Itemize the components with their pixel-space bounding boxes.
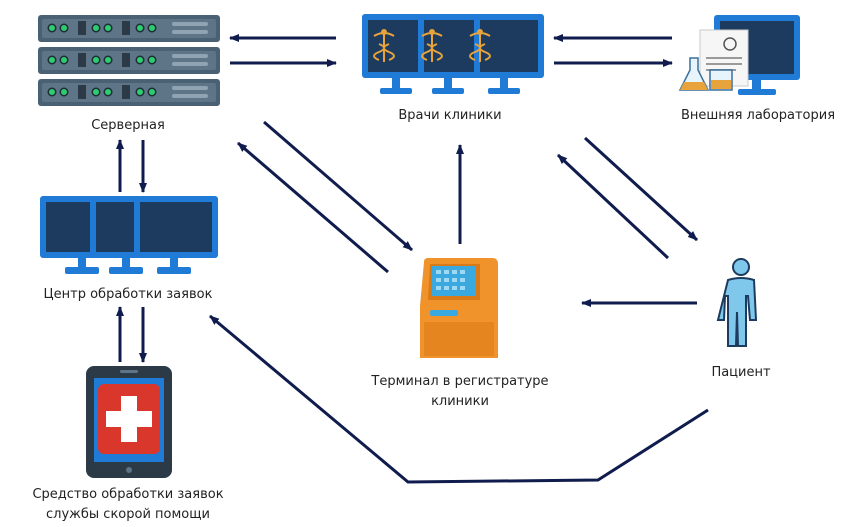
arrow-patient-to-doctors: [556, 153, 670, 260]
terminal-node: Терминал в регистратуре клиники: [370, 258, 549, 409]
connections: [116, 34, 709, 484]
doctors-node: Врачи клиники: [362, 14, 544, 123]
server-label: Серверная: [91, 118, 165, 133]
arrow-terminal-to-server: [237, 141, 389, 274]
lab-label: Внешняя лаборатория: [681, 108, 835, 123]
kiosk-terminal-icon: [420, 258, 498, 358]
lab-node: Внешняя лаборатория: [678, 15, 835, 123]
terminal-label-line-2: клиники: [431, 394, 489, 409]
caduceus-icon: [469, 29, 491, 62]
ambulance-label-line-1: Средство обработки заявок: [32, 487, 223, 502]
medical-tablet-icon: [86, 366, 172, 478]
dispatch-node: Центр обработки заявок: [40, 196, 218, 302]
arrow-server-to-terminal: [263, 120, 413, 252]
ambulance-node: Средство обработки заявок службы скорой …: [32, 366, 224, 522]
server-unit: [38, 79, 220, 106]
terminal-label-line-1: Терминал в регистратуре: [370, 374, 548, 389]
caduceus-icon: [373, 29, 395, 62]
patient-label: Пациент: [711, 365, 771, 380]
server-node: Серверная: [38, 15, 220, 133]
arrow-doctors-to-patient: [583, 136, 699, 242]
server-unit: [38, 47, 220, 74]
doctor-monitors-icon: [362, 14, 544, 94]
arrow-patient-to-dispatch: [209, 314, 709, 484]
person-icon: [716, 258, 758, 347]
monitor-wall-icon: [40, 196, 218, 274]
doctors-label: Врачи клиники: [398, 108, 501, 123]
patient-node: Пациент: [711, 258, 771, 380]
server-unit: [38, 15, 220, 42]
server-rack-icon: [38, 15, 220, 106]
laboratory-monitor-icon: [678, 15, 800, 95]
ambulance-label-line-2: службы скорой помощи: [46, 507, 210, 522]
dispatch-label: Центр обработки заявок: [44, 287, 213, 302]
caduceus-icon: [421, 29, 443, 62]
